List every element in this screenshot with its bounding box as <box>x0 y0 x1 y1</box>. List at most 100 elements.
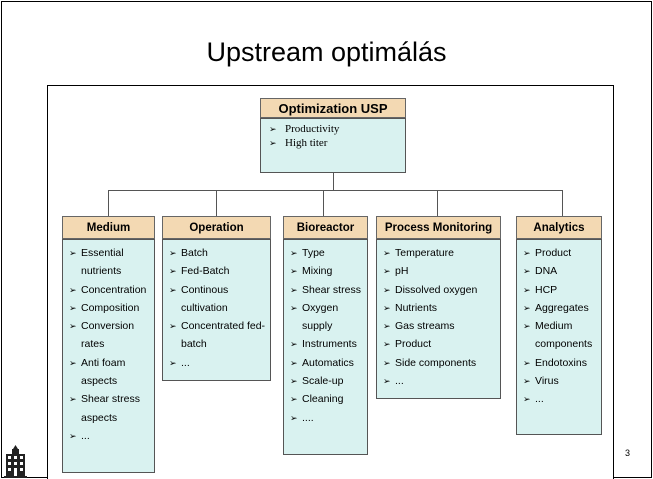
bullet-arrow-icon: ➢ <box>383 376 391 387</box>
list-item: ➢... <box>383 372 497 390</box>
bullet-arrow-icon: ➢ <box>523 284 531 295</box>
bullet-arrow-icon: ➢ <box>523 376 531 387</box>
bullet-arrow-icon: ➢ <box>290 266 298 277</box>
connector-medium <box>108 190 109 216</box>
connector-top-vertical <box>333 173 334 191</box>
list-item-text: Side components <box>395 356 477 369</box>
bullet-arrow-icon: ➢ <box>69 357 77 368</box>
list-item-text: DNA <box>535 265 558 278</box>
bullet-arrow-icon: ➢ <box>69 430 77 441</box>
bullet-arrow-icon: ➢ <box>169 248 177 258</box>
connector-analytics <box>562 190 563 216</box>
bullet-arrow-icon: ➢ <box>290 302 298 313</box>
bullet-arrow-icon: ➢ <box>290 248 298 258</box>
list-item-text: ... <box>81 429 90 442</box>
list-item: ➢Product <box>523 244 598 262</box>
list-item: ➢Concentration <box>69 281 151 299</box>
list-item-text: ... <box>535 393 544 406</box>
list-item-text: Productivity <box>285 123 340 135</box>
operation-body: ➢ Batch ➢Fed-Batch ➢Continous cultivation… <box>162 239 271 381</box>
list-item: ➢Product <box>383 335 497 353</box>
bullet-arrow-icon: ➢ <box>383 248 391 258</box>
list-item-text: Dissolved oxygen <box>395 283 478 296</box>
list-item-text: Composition <box>81 301 140 314</box>
list-item: ➢Medium components <box>523 317 598 354</box>
connector-bioreactor <box>323 190 324 216</box>
list-item: ➢ Conversion rates <box>69 317 151 354</box>
list-item-text: Batch <box>181 247 208 259</box>
bullet-arrow-icon: ➢ <box>169 357 177 368</box>
analytics-header: Analytics <box>516 216 602 239</box>
bullet-arrow-icon: ➢ <box>269 124 277 134</box>
list-item: ➢ Gas streams <box>383 317 497 335</box>
bullet-arrow-icon: ➢ <box>383 302 391 313</box>
list-item: ➢pH <box>383 262 497 280</box>
list-item-text: Anti foam aspects <box>81 356 126 388</box>
bullet-arrow-icon: ➢ <box>383 266 391 277</box>
list-item: ➢ Automatics <box>290 354 364 372</box>
list-item: ➢Cleaning <box>290 390 364 408</box>
list-item: ➢ Endotoxins <box>523 354 598 372</box>
process-monitoring-header: Process Monitoring <box>376 216 501 239</box>
list-item-text: High titer <box>285 136 328 149</box>
list-item-text: Virus <box>535 375 559 388</box>
list-item: ➢... <box>69 427 151 445</box>
bullet-arrow-icon: ➢ <box>69 302 77 313</box>
list-item: ➢Shear stress <box>290 281 364 299</box>
bullet-arrow-icon: ➢ <box>290 376 298 387</box>
list-item: ➢Aggregates <box>523 299 598 317</box>
list-item-text: Mixing <box>302 265 333 278</box>
list-item-text: Medium components <box>535 320 593 351</box>
bullet-arrow-icon: ➢ <box>269 137 277 148</box>
list-item: ➢Side components <box>383 354 497 372</box>
page-number: 3 <box>625 448 631 458</box>
list-item: ➢ HCP <box>523 281 598 299</box>
bullet-arrow-icon: ➢ <box>383 284 391 295</box>
connector-horizontal <box>108 190 563 191</box>
list-item: ➢ Anti foam aspects <box>69 354 151 391</box>
bullet-arrow-icon: ➢ <box>69 248 77 258</box>
top-node-body: ➢ Productivity ➢ High titer <box>260 118 406 173</box>
bullet-arrow-icon: ➢ <box>169 321 177 332</box>
bullet-arrow-icon: ➢ <box>169 284 177 295</box>
bullet-arrow-icon: ➢ <box>523 248 531 258</box>
connector-operation <box>216 190 217 216</box>
list-item-text: Scale-up <box>302 375 344 388</box>
list-item-text: Conversion rates <box>81 320 135 351</box>
medium-header: Medium <box>62 216 155 239</box>
bullet-arrow-icon: ➢ <box>523 357 531 368</box>
list-item-text: Automatics <box>302 356 354 369</box>
list-item-text: Gas streams <box>395 320 455 333</box>
bullet-arrow-icon: ➢ <box>383 321 391 332</box>
bullet-arrow-icon: ➢ <box>69 394 77 405</box>
bullet-arrow-icon: ➢ <box>290 412 298 423</box>
list-item-text: Cleaning <box>302 393 344 406</box>
bullet-arrow-icon: ➢ <box>383 339 391 350</box>
list-item: ➢ High titer <box>269 137 399 151</box>
building-logo-icon <box>4 445 27 478</box>
slide-title: Upstream optimálás <box>206 37 447 67</box>
connector-process-monitoring <box>437 190 438 216</box>
list-item: ➢ Shear stress aspects <box>69 390 151 427</box>
bioreactor-header: Bioreactor <box>283 216 368 239</box>
list-item-text: Endotoxins <box>535 356 587 369</box>
list-item-text: Shear stress <box>302 283 361 296</box>
list-item-text: Instruments <box>302 338 357 351</box>
analytics-body: ➢Product ➢DNA ➢HCP ➢Aggregates ➢Medium c… <box>516 239 602 435</box>
list-item: ➢.... <box>290 409 364 427</box>
medium-body: ➢Essential nutrients ➢Concentration ➢ Com… <box>62 239 155 473</box>
list-item: ➢Essential nutrients <box>69 244 151 281</box>
list-item: ➢ Mixing <box>290 262 364 280</box>
list-item: ➢Continous cultivation <box>169 281 267 318</box>
bullet-arrow-icon: ➢ <box>290 357 298 368</box>
list-item-text: Shear stress aspects <box>81 393 140 424</box>
bullet-arrow-icon: ➢ <box>69 321 77 332</box>
bullet-arrow-icon: ➢ <box>523 394 531 405</box>
list-item: ➢Fed-Batch <box>169 262 267 280</box>
list-item: ➢Instruments <box>290 335 364 353</box>
list-item: ➢DNA <box>523 262 598 280</box>
list-item-text: HCP <box>535 283 558 296</box>
list-item: ➢ Batch <box>169 244 267 262</box>
list-item: ➢ Dissolved oxygen <box>383 281 497 299</box>
